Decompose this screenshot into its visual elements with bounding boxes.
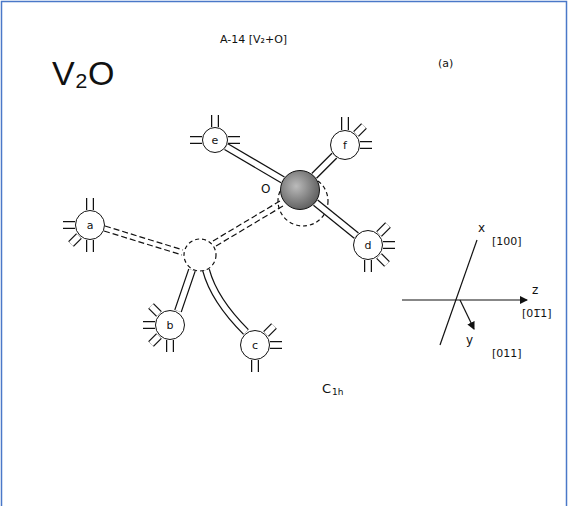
silicon-atom: e — [202, 127, 228, 153]
vacancy-site — [184, 239, 216, 271]
bond-stroke — [314, 156, 334, 176]
defect-name: A-14 [V₂+O] — [220, 34, 287, 46]
silicon-atom: b — [155, 310, 185, 340]
atom-label: d — [365, 240, 372, 251]
atom-label: c — [252, 340, 258, 351]
x-axis — [440, 240, 477, 345]
bond-stroke — [314, 156, 334, 176]
panel-letter: (a) — [438, 58, 453, 70]
atom-label: f — [343, 140, 347, 151]
bond — [226, 147, 283, 180]
z-axis — [402, 299, 527, 300]
broken-bond — [104, 226, 183, 255]
bond-stroke — [226, 147, 283, 180]
bond-stroke — [226, 147, 283, 180]
axis-label: x — [478, 222, 485, 235]
bond-stroke — [316, 203, 357, 236]
axis-label: y — [466, 334, 473, 347]
axis-direction: [01̅1] — [522, 308, 552, 320]
symmetry-label: C — [322, 382, 331, 396]
symmetry-subscript: 1h — [332, 388, 343, 398]
bond-stroke — [316, 203, 357, 236]
axis-direction: [011] — [492, 348, 522, 360]
atom-stubs — [63, 115, 395, 372]
silicon-atom: d — [353, 230, 383, 260]
y-axis — [460, 300, 474, 329]
bond — [314, 156, 334, 176]
silicon-atom: c — [240, 330, 270, 360]
bond — [316, 203, 357, 236]
silicon-atom: a — [75, 210, 105, 240]
oxygen-atom: O — [280, 170, 320, 210]
figure-title: V₂O — [52, 55, 114, 92]
broken-bond — [213, 201, 283, 246]
atom-label: b — [167, 320, 174, 331]
atom-label: a — [87, 220, 94, 231]
atom-label: e — [212, 135, 219, 146]
silicon-atom: f — [330, 130, 360, 160]
axis-direction: [100] — [492, 236, 522, 248]
atom-label: O — [261, 183, 270, 195]
atom-stubs-fill — [63, 115, 395, 372]
axis-label: z — [532, 284, 538, 297]
